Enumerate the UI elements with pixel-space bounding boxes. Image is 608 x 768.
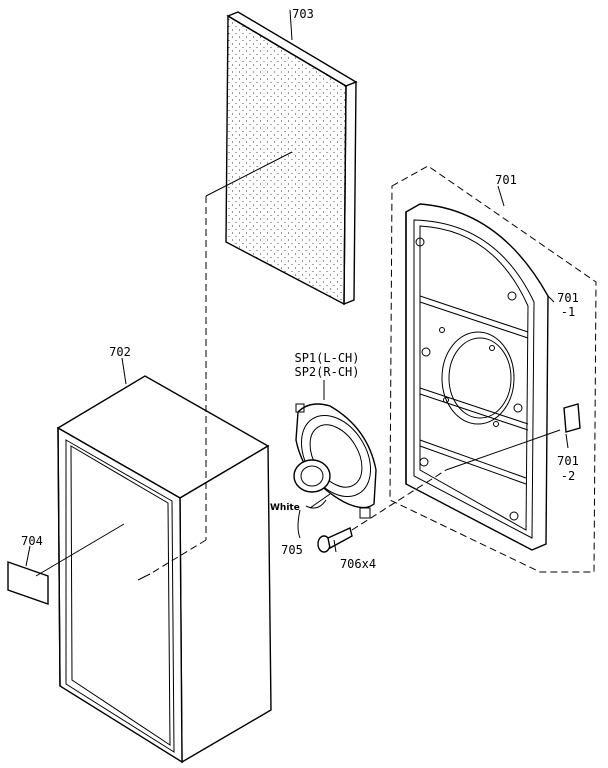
foam-projection bbox=[137, 151, 293, 581]
part-label-703: 703 bbox=[292, 7, 314, 21]
part-label-704: 704 bbox=[21, 534, 43, 548]
tag-701-2 bbox=[563, 403, 581, 449]
speaker-sp bbox=[293, 380, 377, 519]
part-label-706: 706x4 bbox=[340, 557, 376, 571]
wire-color-label: White bbox=[270, 503, 300, 513]
wire-705 bbox=[297, 493, 331, 539]
foam-panel-703 bbox=[225, 9, 358, 306]
part-label-705: 705 bbox=[281, 543, 303, 557]
part-label-701-1a: 701 bbox=[557, 291, 579, 305]
part-label-701-2b: -2 bbox=[561, 469, 575, 483]
screw-706 bbox=[317, 527, 353, 553]
part-label-701-2a: 701 bbox=[557, 454, 579, 468]
cabinet-702 bbox=[56, 357, 272, 764]
speaker-projection bbox=[351, 469, 447, 531]
part-label-701-1b: -1 bbox=[561, 305, 575, 319]
part-label-701: 701 bbox=[495, 173, 517, 187]
part-label-702: 702 bbox=[109, 345, 131, 359]
speaker-label-sp1: SP1(L-CH) bbox=[294, 351, 359, 365]
front-frame-701 bbox=[405, 203, 555, 551]
label-plate-704 bbox=[7, 523, 125, 605]
speaker-label-sp2: SP2(R-CH) bbox=[294, 365, 359, 379]
